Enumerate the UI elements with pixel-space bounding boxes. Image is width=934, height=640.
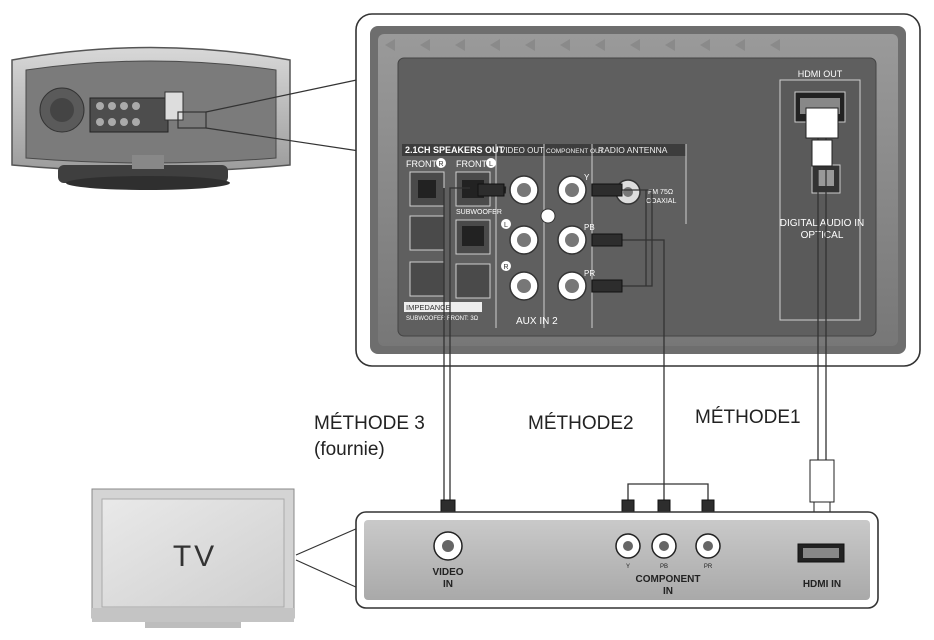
speakers-out-label: 2.1CH SPEAKERS OUT: [405, 145, 505, 155]
coaxial-label: COAXIAL: [646, 198, 676, 205]
component-out-label: COMPONENT OUT: [546, 148, 604, 155]
video-out-label: VIDEO OUT: [500, 146, 544, 155]
component-in-label-1: COMPONENT: [636, 574, 701, 585]
method-3-note: (fournie): [314, 439, 385, 460]
radio-antenna-label: RADIO ANTENNA: [598, 145, 668, 155]
zoom-lines: [177, 77, 367, 153]
tv-set: TV: [91, 488, 295, 628]
aux-in-label: AUX IN 2: [516, 316, 558, 327]
tv-screen-label: TV: [173, 540, 217, 573]
impedance-detail: SUBWOOFER FRONT: 3Ω: [406, 316, 479, 322]
front-l-label: FRONT: [456, 159, 487, 169]
hdmi-out-label: HDMI OUT: [798, 69, 843, 79]
tv-comp-pb: PB: [660, 564, 668, 570]
hdmi-in-label: HDMI IN: [803, 579, 841, 590]
impedance-label: IMPEDANCE: [406, 303, 451, 312]
subwoofer-label: SUBWOOFER: [456, 209, 502, 216]
method-3-label: MÉTHODE 3: [314, 413, 425, 434]
component-in-label-2: IN: [663, 586, 673, 597]
front-l-badge: L: [489, 161, 493, 168]
video-in-label-1: VIDEO: [432, 567, 463, 578]
video-in-label-2: IN: [443, 579, 453, 590]
method-2-label: MÉTHODE2: [528, 413, 634, 434]
comp-pb-label: PB: [584, 223, 595, 232]
optical-label: OPTICAL: [801, 230, 844, 241]
front-r-badge: R: [438, 161, 443, 168]
rca-jacks: [509, 175, 587, 301]
comp-y-label: Y: [584, 173, 590, 182]
comp-pr-label: PR: [584, 269, 595, 278]
aux-r-badge: R: [503, 264, 508, 271]
digital-audio-label: DIGITAL AUDIO IN: [780, 218, 864, 229]
home-theater-unit: [11, 46, 291, 190]
tv-zoom-lines: [295, 527, 359, 589]
fm-label: FM 75Ω: [648, 189, 673, 196]
method-1-label: MÉTHODE1: [695, 407, 801, 428]
tv-input-panel: VIDEO IN Y PB PR COMPONENT IN HDMI IN: [355, 511, 879, 609]
front-r-label: FRONT: [406, 159, 437, 169]
tv-comp-y: Y: [626, 564, 630, 570]
tv-comp-pr: PR: [704, 564, 713, 570]
aux-l-badge: L: [504, 222, 508, 229]
